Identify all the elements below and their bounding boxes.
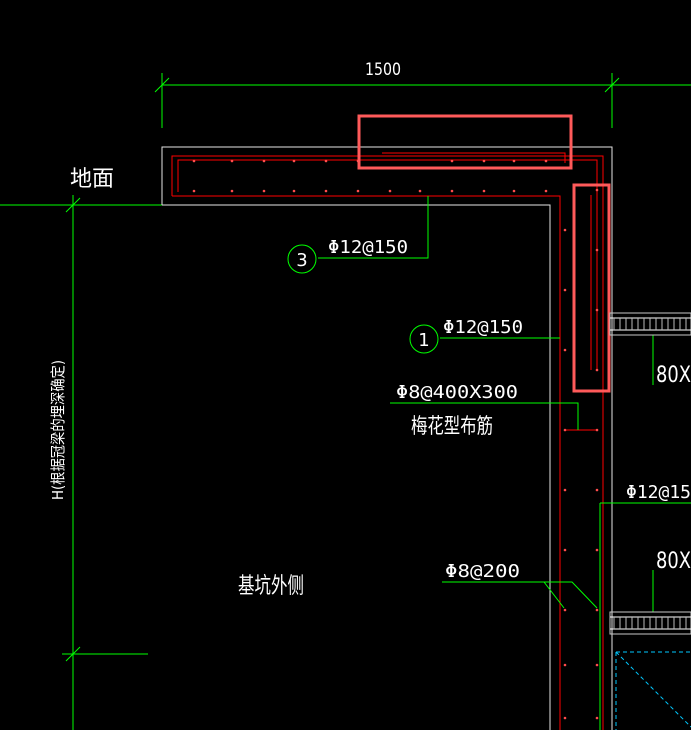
rebar-dot: [595, 716, 599, 720]
concrete-outline: [161, 146, 613, 730]
rebar-dot: [595, 488, 599, 492]
right-label-a: 80X: [656, 363, 691, 388]
rebar-dot: [356, 189, 360, 193]
leader-1: [409, 324, 560, 354]
hatch-strip-upper: [609, 312, 691, 336]
tie-pattern-label: 梅花型布筋: [411, 414, 493, 438]
rebar-dot: [563, 716, 567, 720]
leader-3-line: [318, 196, 429, 259]
rebar-right-spec: Φ12@15: [626, 482, 691, 503]
right-label-b: 80X: [656, 549, 691, 574]
rebar-dot: [595, 368, 599, 372]
ground-lines: [0, 195, 162, 730]
rebar-dot: [595, 308, 599, 312]
rebar-dot: [563, 608, 567, 612]
rebar-dot: [292, 159, 296, 163]
dimension-tick-left: [154, 77, 170, 93]
leader-tie-line: [390, 402, 579, 430]
highlight-box-right: [572, 183, 611, 393]
outline-outer: [161, 146, 613, 730]
rebar-dot: [544, 159, 548, 163]
pit-outside-label: 基坑外侧: [238, 574, 304, 599]
rebar-dot: [544, 189, 548, 193]
rebar-dot: [450, 189, 454, 193]
hatch-strip-frame: [609, 611, 691, 635]
cyan-line-diagonal: [615, 651, 691, 728]
rebar-dot: [418, 189, 422, 193]
rebar-dot: [563, 348, 567, 352]
rebar-dot: [512, 159, 516, 163]
rebar-dot: [388, 189, 392, 193]
rebar-dot: [230, 189, 234, 193]
hatch-ticks: [613, 318, 687, 330]
depth-note: H(根据冠梁的埋深确定): [49, 360, 67, 500]
stirrup-spec: Φ8@200: [445, 561, 520, 582]
leader-tie: [390, 402, 579, 430]
rebar-outer-2: [177, 159, 598, 370]
rebar-dot: [192, 159, 196, 163]
rebar-dot: [482, 159, 486, 163]
rebar-lap-top: [382, 152, 566, 163]
hatch-strip-frame: [609, 312, 691, 336]
right-features: [599, 335, 691, 730]
rebar-dot: [324, 159, 328, 163]
rebar-dot: [595, 248, 599, 252]
outline-inner: [162, 204, 551, 730]
rebar-dots: [192, 159, 599, 720]
rebar-dot: [324, 189, 328, 193]
rebar-dot: [450, 159, 454, 163]
dimension-text: 1500: [365, 60, 401, 80]
rebar-dot: [192, 189, 196, 193]
rebar-dot: [595, 548, 599, 552]
marker-1-circle: [409, 324, 439, 354]
leader-stirrup-line-1: [442, 581, 565, 609]
rebar-dot: [595, 663, 599, 667]
rebar-1-spec: Φ12@150: [443, 317, 523, 338]
rebar-lines: [171, 152, 604, 730]
rebar-dot: [563, 288, 567, 292]
dimension-1500: [154, 73, 691, 128]
leader-3: [287, 196, 429, 274]
rebar-dot: [512, 189, 516, 193]
rebar-dot: [230, 159, 234, 163]
rebar-dot: [262, 159, 266, 163]
hatch-ticks: [613, 617, 687, 629]
rebar-dot: [595, 428, 599, 432]
rebar-dot: [563, 548, 567, 552]
rebar-dot: [262, 189, 266, 193]
hatch-strip-lower: [609, 611, 691, 635]
leader-stirrup: [442, 581, 598, 609]
rebar-dot: [292, 189, 296, 193]
highlight-box-top: [357, 114, 573, 170]
marker-1-text: 1: [418, 330, 429, 351]
rebar-dot: [563, 663, 567, 667]
rebar-dot: [563, 488, 567, 492]
rebar-dot: [595, 608, 599, 612]
depth-tick-top: [65, 197, 81, 213]
rebar-3-spec: Φ12@150: [328, 237, 408, 258]
rebar-inner: [172, 195, 561, 730]
rebar-dot: [595, 188, 599, 192]
rebar-dot: [563, 428, 567, 432]
leader-stirrup-line-2: [544, 581, 598, 609]
marker-3-text: 3: [296, 250, 307, 271]
ground-label: 地面: [70, 167, 114, 192]
marker-3-circle: [287, 244, 317, 274]
tie-spec: Φ8@400X300: [396, 382, 518, 403]
rebar-dot: [482, 189, 486, 193]
rebar-outer: [171, 155, 604, 730]
cyan-dashed-element: [615, 651, 691, 730]
rebar-dot: [563, 228, 567, 232]
